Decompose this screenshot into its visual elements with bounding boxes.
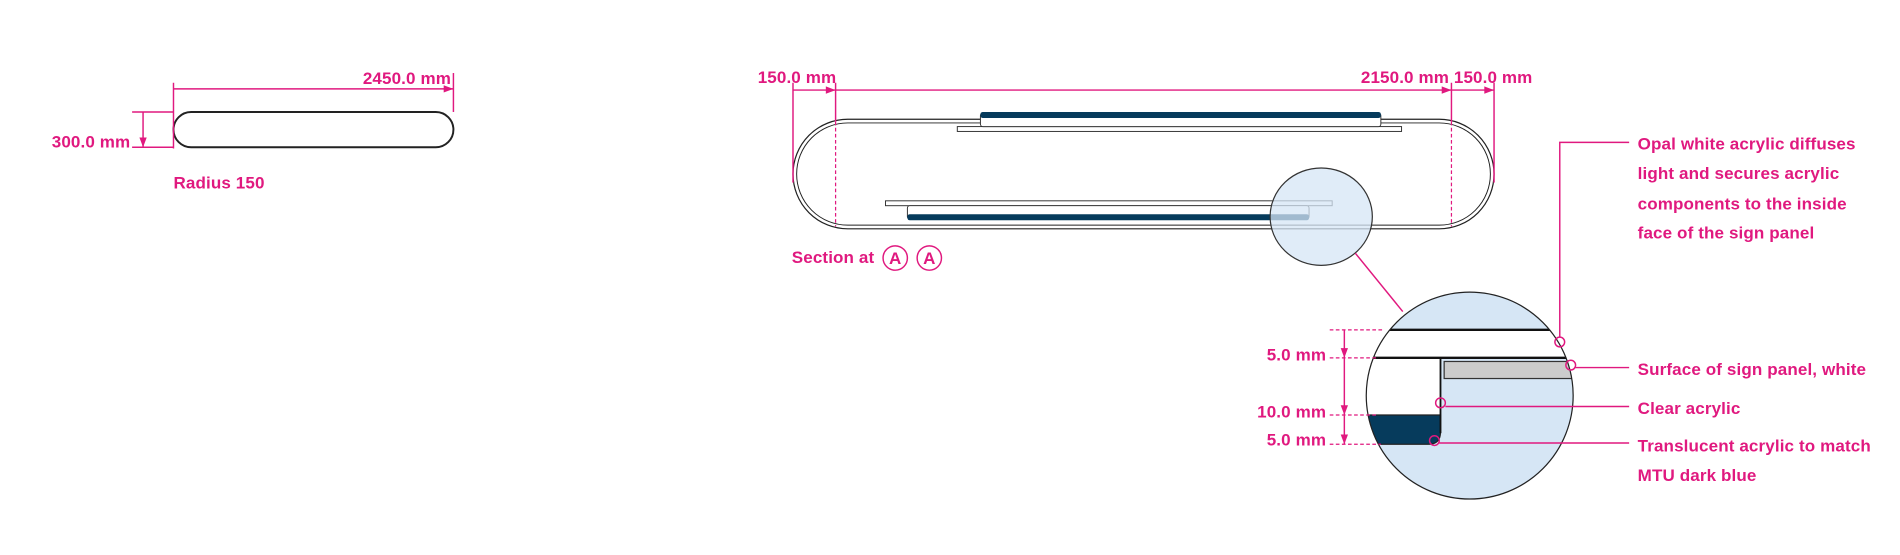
opal-acrylic-layer bbox=[1366, 329, 1574, 358]
callout-marker-icon bbox=[1565, 359, 1577, 371]
arrow-icon bbox=[1340, 405, 1348, 416]
callout-clear: Clear acrylic bbox=[1638, 399, 1741, 418]
arrow-icon bbox=[1340, 348, 1348, 358]
radius-label: Radius 150 bbox=[173, 174, 264, 193]
opal-plate-top bbox=[956, 126, 1403, 132]
section-marker-icon bbox=[882, 245, 909, 271]
opal-plate-bottom bbox=[885, 200, 1333, 207]
callout-surface: Surface of sign panel, white bbox=[1638, 360, 1866, 379]
section-label: Section at bbox=[792, 248, 875, 267]
width-label: 2450.0 mm bbox=[363, 69, 451, 88]
arrow-icon bbox=[825, 86, 836, 94]
dim-label: 5.0 mm bbox=[1267, 345, 1326, 364]
detail-callout-circle bbox=[1269, 167, 1373, 266]
callout-opal-line: face of the sign panel bbox=[1638, 224, 1815, 243]
callout-marker-icon bbox=[1434, 397, 1447, 409]
section-marker: A bbox=[923, 249, 935, 268]
detail-leader-line bbox=[1354, 252, 1404, 313]
sign-outline-plan bbox=[172, 111, 455, 149]
left-end-label: 150.0 mm bbox=[758, 68, 837, 87]
plan-view: 2450.0 mm 300.0 mm Radius 150 bbox=[52, 69, 455, 193]
dark-blue-acrylic-layer bbox=[1366, 414, 1442, 445]
section-view: 150.0 mm 2150.0 mm 150.0 mm Section at A… bbox=[758, 68, 1533, 313]
callout-opal-line: components to the inside bbox=[1638, 194, 1847, 213]
arrow-icon bbox=[443, 85, 454, 93]
height-label: 300.0 mm bbox=[52, 132, 131, 151]
center-length-label: 2150.0 mm bbox=[1361, 68, 1449, 87]
detail-circle bbox=[1365, 291, 1574, 500]
arrow-icon bbox=[1484, 86, 1495, 94]
sign-panel-surface bbox=[1443, 360, 1574, 380]
section-marker-icon bbox=[916, 245, 943, 271]
callout-translucent-line: Translucent acrylic to match bbox=[1638, 437, 1871, 456]
right-end-label: 150.0 mm bbox=[1454, 68, 1533, 87]
dim-label: 10.0 mm bbox=[1257, 402, 1326, 421]
section-marker: A bbox=[889, 249, 901, 268]
callout-marker-icon bbox=[1428, 434, 1441, 447]
callout-opal-line: Opal white acrylic diffuses bbox=[1638, 135, 1856, 154]
dark-blue-acrylic-bottom bbox=[907, 214, 1310, 221]
arrow-icon bbox=[1340, 434, 1348, 445]
arrow-icon bbox=[1441, 86, 1452, 94]
dim-label: 5.0 mm bbox=[1267, 430, 1326, 449]
callout-opal-line: light and secures acrylic bbox=[1638, 164, 1840, 183]
callout-translucent-line: MTU dark blue bbox=[1638, 466, 1757, 485]
detail-view: 5.0 mm 10.0 mm 5.0 mm Opal white acrylic… bbox=[1257, 135, 1871, 500]
dark-blue-acrylic-top bbox=[980, 111, 1381, 119]
arrow-icon bbox=[139, 137, 147, 148]
callout-leader bbox=[1559, 141, 1630, 338]
